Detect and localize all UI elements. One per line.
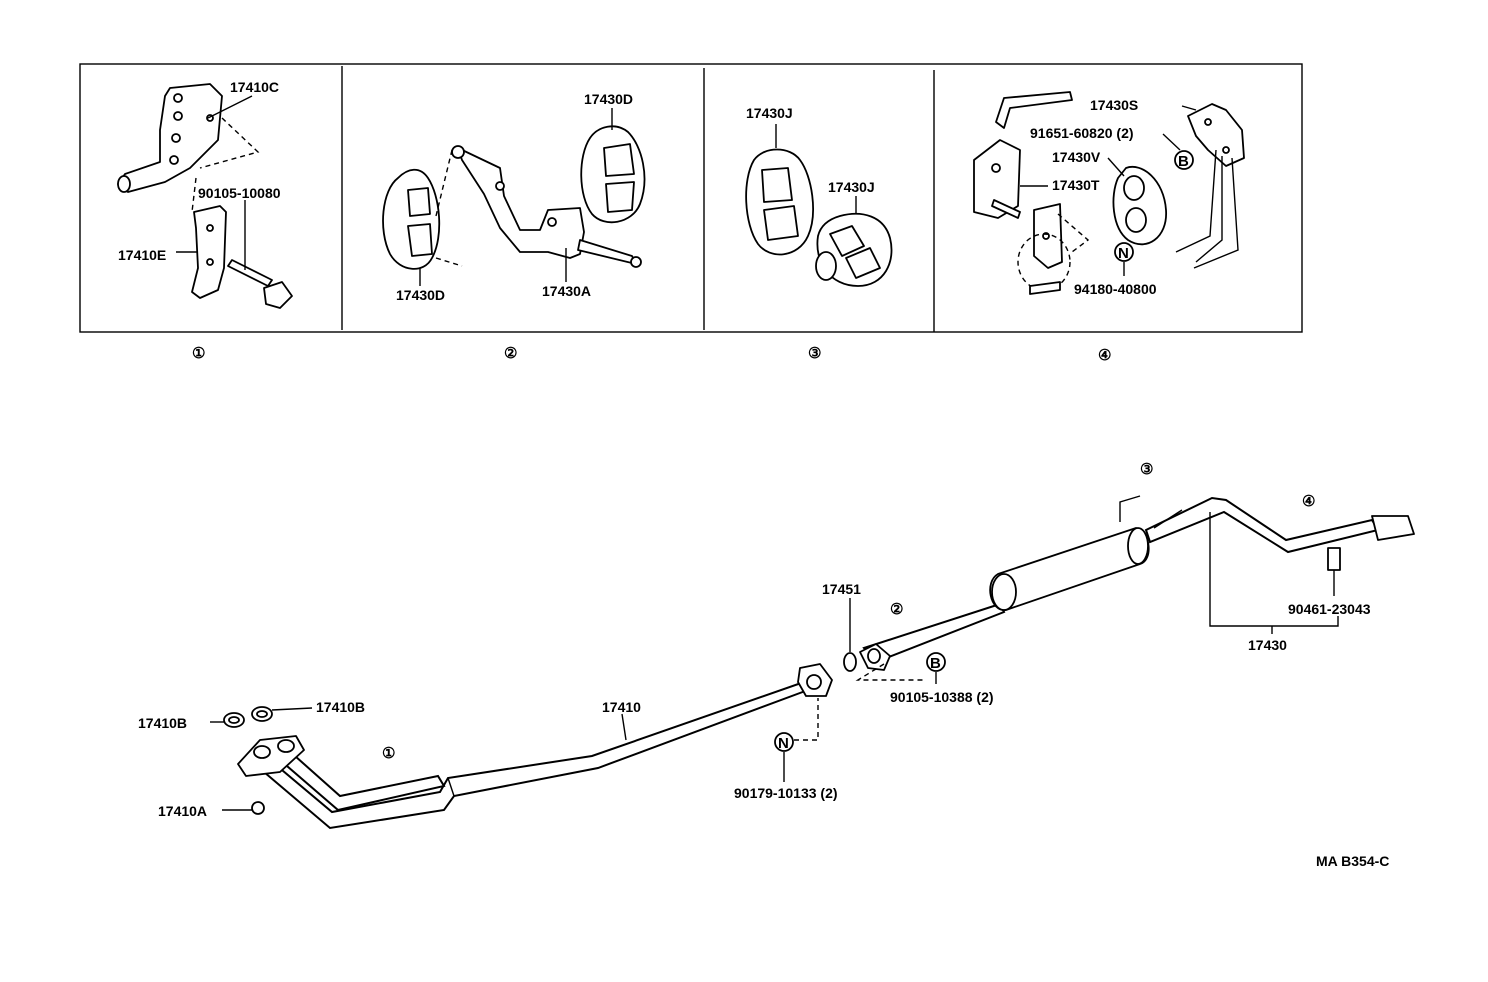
panel-number-3: ③ bbox=[808, 345, 821, 362]
label-17410c: 17410C bbox=[230, 79, 279, 95]
marker-n-panel4: N bbox=[1114, 242, 1134, 276]
label-17430d-right: 17430D bbox=[584, 91, 633, 107]
label-17410a: 17410A bbox=[158, 803, 207, 819]
rubber-17430v bbox=[1112, 165, 1167, 246]
panel-3: 17430J 17430J bbox=[745, 105, 893, 287]
callout-1: ① bbox=[382, 745, 395, 762]
label-17430t: 17430T bbox=[1052, 177, 1100, 193]
main-callouts: ① ② ③ ④ bbox=[382, 461, 1315, 762]
label-17430s: 17430S bbox=[1090, 97, 1138, 113]
marker-n-main: N bbox=[774, 698, 819, 782]
nut-17410a bbox=[222, 801, 265, 815]
label-90179-10133: 90179-10133 (2) bbox=[734, 785, 838, 801]
label-17430v: 17430V bbox=[1052, 149, 1101, 165]
label-17430: 17430 bbox=[1248, 637, 1287, 653]
svg-text:N: N bbox=[1118, 245, 1129, 262]
label-17410b-right: 17410B bbox=[316, 699, 365, 715]
bolt-90105-10080 bbox=[227, 200, 293, 309]
label-90105-10080: 90105-10080 bbox=[198, 185, 281, 201]
panel-number-4: ④ bbox=[1098, 347, 1111, 364]
gaskets-17410b bbox=[210, 706, 313, 728]
label-90461-23043: 90461-23043 bbox=[1288, 601, 1371, 617]
callout-4: ④ bbox=[1302, 493, 1315, 510]
svg-text:B: B bbox=[930, 655, 941, 672]
tail-pipe-17430 bbox=[859, 495, 1415, 671]
callout-2: ② bbox=[890, 601, 903, 618]
label-17451: 17451 bbox=[822, 581, 861, 597]
hanger-17430d-right bbox=[580, 125, 646, 224]
label-17430j-top: 17430J bbox=[746, 105, 793, 121]
hanger-17430j-left bbox=[745, 148, 814, 256]
hanger-17430j-right bbox=[815, 212, 893, 287]
marker-b-panel4: B bbox=[1162, 133, 1194, 170]
diagram-code: MA B354-C bbox=[1316, 853, 1389, 869]
label-91651-60820: 91651-60820 (2) bbox=[1030, 125, 1134, 141]
clamp-94180 bbox=[1017, 203, 1090, 295]
bracket-17410e bbox=[191, 205, 227, 299]
panel-1: 17410C 90105-10080 17410E bbox=[117, 79, 293, 309]
label-17410e: 17410E bbox=[118, 247, 166, 263]
marker-b-main: B bbox=[855, 652, 946, 684]
label-94180-40800: 94180-40800 bbox=[1074, 281, 1157, 297]
svg-text:B: B bbox=[1178, 153, 1189, 170]
panel-number-2: ② bbox=[504, 345, 517, 362]
bracket-17430s bbox=[1175, 103, 1245, 269]
front-pipe-17410 bbox=[237, 663, 833, 830]
label-17410b-left: 17410B bbox=[138, 715, 187, 731]
bracket-17430a bbox=[451, 145, 642, 282]
panel-number-1: ① bbox=[192, 345, 205, 362]
panel-4: B N 17430S 91651-60820 (2) 17430V 17430T… bbox=[973, 91, 1245, 297]
panel-frames bbox=[79, 63, 1303, 333]
bracket-17410c bbox=[117, 83, 223, 193]
panel-2: 17430D 17430D 17430A bbox=[382, 91, 646, 303]
label-90105-10388: 90105-10388 (2) bbox=[890, 689, 994, 705]
bracket-17430t bbox=[973, 91, 1073, 219]
gasket-17451 bbox=[843, 598, 857, 672]
panel-numbers: ① ② ③ ④ bbox=[192, 345, 1111, 364]
label-17430a: 17430A bbox=[542, 283, 591, 299]
label-17430d-left: 17430D bbox=[396, 287, 445, 303]
main-labels: 17410 17410B 17410B 17410A 90179-10133 (… bbox=[138, 581, 1371, 819]
label-17430j-bottom: 17430J bbox=[828, 179, 875, 195]
hanger-17430d-left bbox=[382, 168, 441, 270]
svg-text:N: N bbox=[778, 735, 789, 752]
label-17410: 17410 bbox=[602, 699, 641, 715]
callout-3: ③ bbox=[1140, 461, 1153, 478]
